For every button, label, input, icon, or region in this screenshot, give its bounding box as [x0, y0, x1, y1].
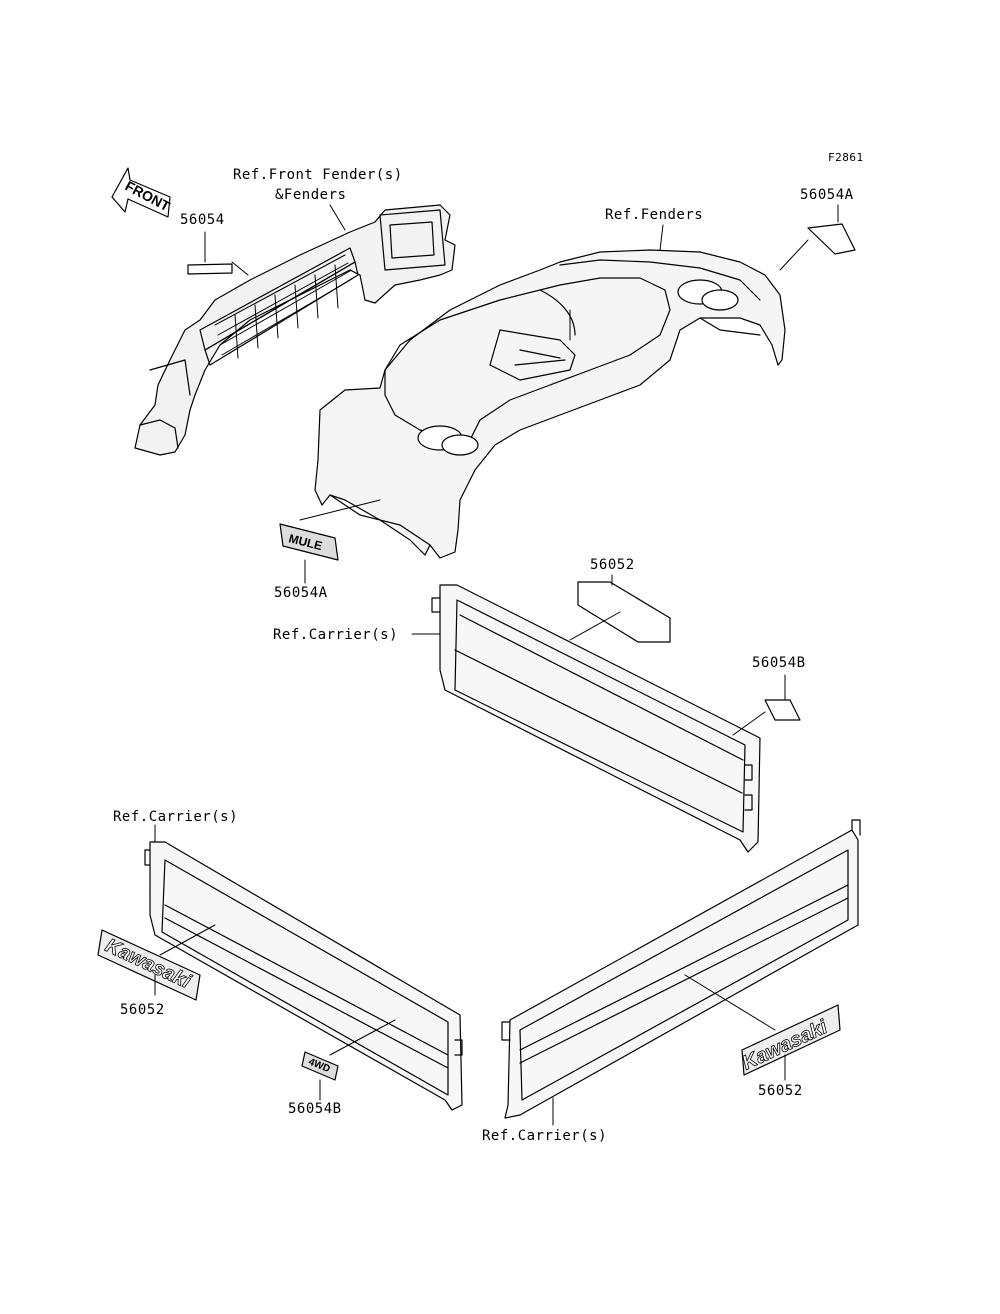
part-56052-left-label: 56052	[120, 1002, 165, 1018]
decal-56054	[187, 263, 233, 275]
rear-fender-body	[314, 249, 786, 559]
leader-lines	[154, 204, 839, 1126]
decal-kawasaki-right: Kawasaki	[738, 1004, 841, 1076]
carrier-ref-bottom-label: Ref.Carrier(s)	[482, 1128, 608, 1144]
decal-56054A-top	[807, 223, 856, 255]
part-56054A-top-label: 56054A	[800, 187, 854, 203]
front-grille-panel	[134, 204, 456, 456]
part-56054-label: 56054	[180, 212, 225, 228]
part-56054B-bottom-label: 56054B	[288, 1101, 342, 1117]
carrier-ref-left-label: Ref.Carrier(s)	[113, 809, 239, 825]
front-fender-ref-label: Ref.Front Fender(s)	[233, 167, 403, 183]
decal-56054A-mule: MULE	[279, 523, 339, 561]
decal-56054B-bottom: 4WD	[301, 1051, 339, 1081]
carrier-gate-left	[144, 841, 463, 1111]
front-fender-ref-label-2: &Fenders	[275, 187, 347, 203]
carrier-gate-top	[431, 584, 761, 853]
decal-56052-top	[577, 581, 671, 643]
fenders-ref-label: Ref.Fenders	[605, 207, 704, 223]
part-56052-right-label: 56052	[758, 1083, 803, 1099]
carrier-ref-top-label: Ref.Carrier(s)	[273, 627, 399, 643]
part-56054A-bottom-label: 56054A	[274, 585, 328, 601]
figure-code: F2861	[828, 151, 864, 164]
decal-56054B-right	[764, 699, 801, 721]
front-arrow-icon: FRONT	[111, 167, 173, 218]
part-56052-top-label: 56052	[590, 557, 635, 573]
part-56054B-right-label: 56054B	[752, 655, 806, 671]
carrier-gate-right	[501, 819, 861, 1119]
